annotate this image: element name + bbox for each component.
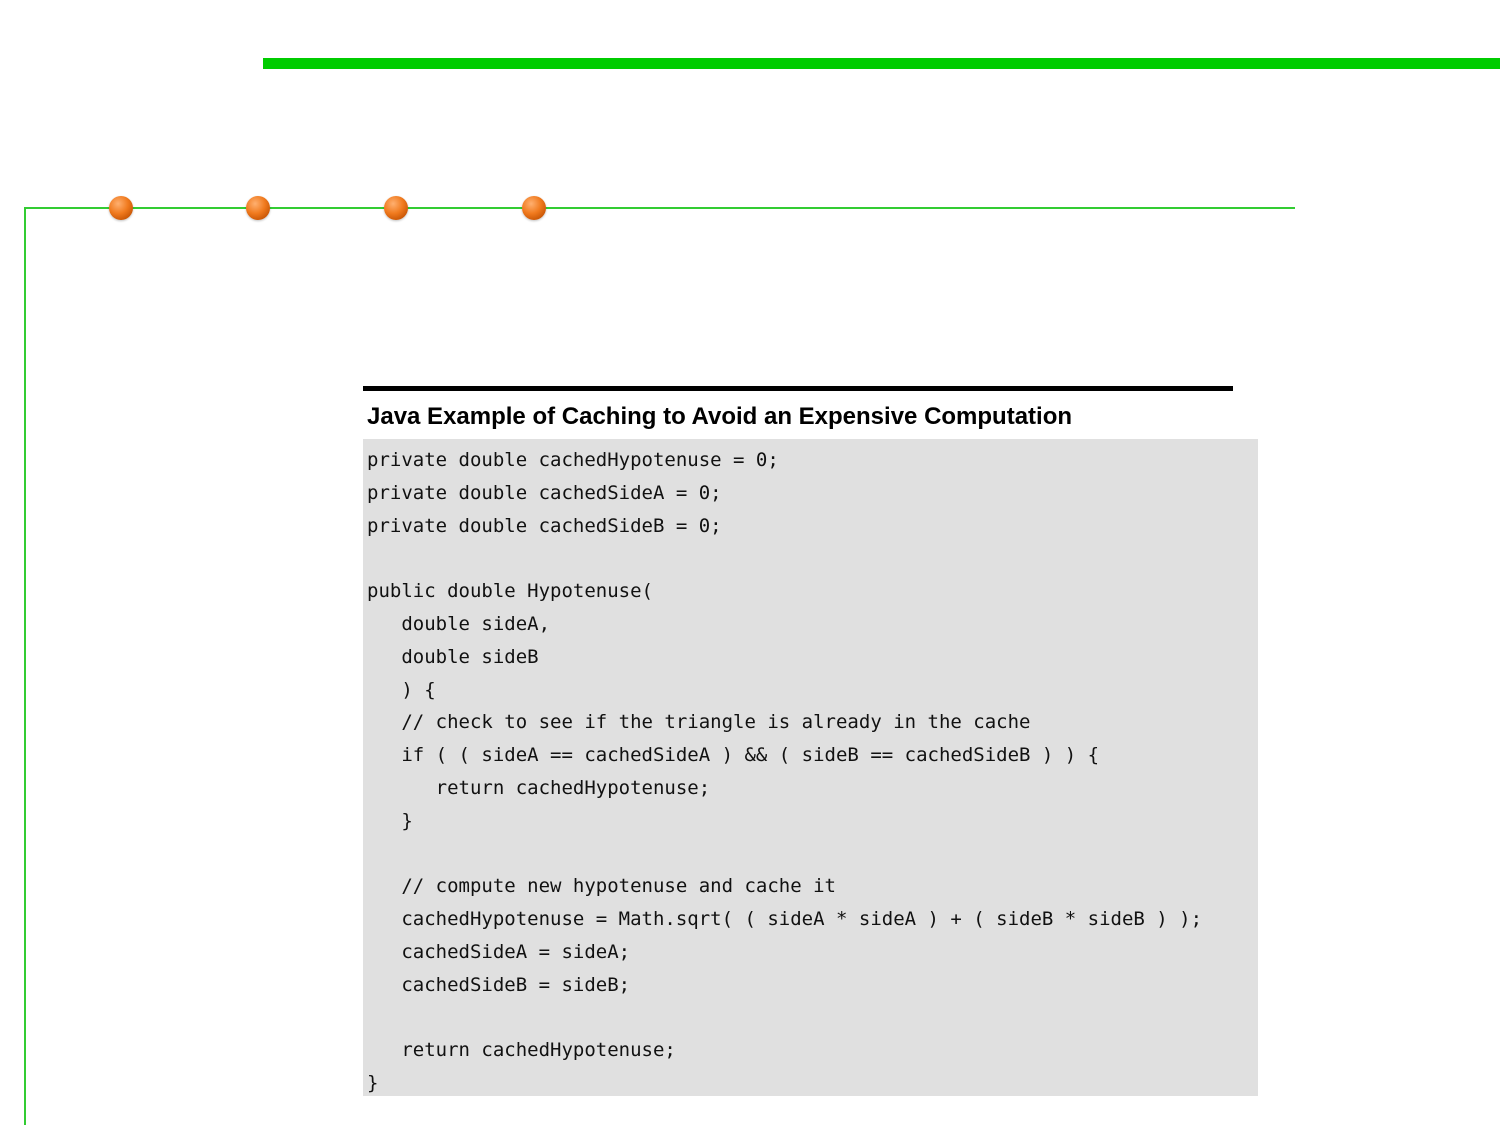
code-line: private double cachedSideA = 0; [367, 481, 722, 504]
code-line: double sideA, [367, 612, 551, 635]
code-line: private double cachedHypotenuse = 0; [367, 449, 779, 471]
code-line [363, 1002, 1258, 1035]
listing-top-rule [363, 386, 1233, 391]
code-line: } [367, 809, 413, 832]
code-listing: Java Example of Caching to Avoid an Expe… [363, 386, 1258, 1096]
horizontal-divider-line [24, 207, 1295, 209]
code-line [363, 542, 1258, 575]
code-line: ) { [367, 678, 436, 701]
orange-bullet-dot [522, 196, 546, 220]
code-line: return cachedHypotenuse; [367, 776, 711, 799]
vertical-divider-line [24, 207, 26, 1125]
code-line: cachedSideB = sideB; [367, 973, 631, 996]
code-line: cachedHypotenuse = Math.sqrt( ( sideA * … [367, 908, 1203, 931]
orange-bullet-dot [384, 196, 408, 220]
code-line: return cachedHypotenuse; [367, 1039, 676, 1062]
code-line: if ( ( sideA == cachedSideA ) && ( sideB… [367, 744, 1100, 767]
code-line: public double Hypotenuse( [367, 580, 653, 603]
orange-bullet-dot [109, 196, 133, 220]
code-line: // check to see if the triangle is alrea… [367, 711, 1031, 734]
code-line: double sideB [367, 645, 539, 668]
code-line: cachedSideA = sideA; [367, 940, 631, 963]
top-accent-bar [263, 58, 1500, 69]
code-line: // compute new hypotenuse and cache it [367, 875, 836, 898]
code-line: } [367, 1072, 379, 1095]
orange-bullet-dot [246, 196, 270, 220]
code-line: private double cachedSideB = 0; [367, 514, 722, 537]
code-block: private double cachedHypotenuse = 0; pri… [363, 439, 1258, 1096]
code-line [363, 838, 1258, 871]
listing-title: Java Example of Caching to Avoid an Expe… [367, 403, 1073, 430]
